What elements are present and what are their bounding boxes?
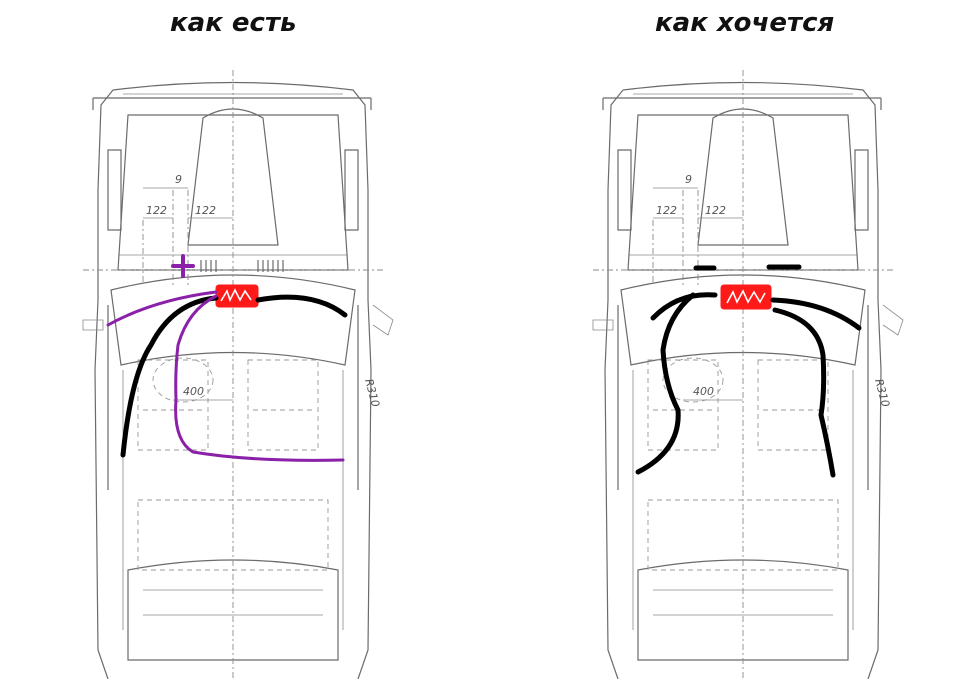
dim-right-width: 122 [705, 204, 726, 217]
dimension-annotations: 9 122 122 400 R310 [653, 173, 892, 408]
dim-radius: R310 [362, 377, 382, 408]
seats [137, 357, 329, 571]
dim-depth: 400 [693, 385, 714, 398]
dim-right-width: 122 [195, 204, 216, 217]
title-desired: как хочется [655, 8, 835, 38]
seats [647, 357, 839, 571]
car-outline [592, 81, 904, 679]
car-outline [82, 81, 394, 679]
dim-top: 9 [175, 173, 182, 186]
dimension-annotations: 9 122 122 400 R310 [143, 173, 382, 408]
wiring-current [106, 290, 348, 462]
car-diagram-current: 9 122 122 400 R310 [82, 70, 394, 679]
car-diagram-desired: 9 122 122 400 R310 [592, 70, 904, 679]
dim-left-width: 122 [656, 204, 677, 217]
head-unit [720, 284, 772, 310]
dim-radius: R310 [872, 377, 892, 408]
axis-lines [83, 70, 383, 679]
title-current: как есть [170, 8, 297, 38]
dim-top: 9 [685, 173, 692, 186]
power-plus-icon [171, 254, 195, 278]
dim-depth: 400 [183, 385, 204, 398]
head-unit [215, 284, 259, 308]
wiring-desired [635, 292, 862, 478]
dim-left-width: 122 [146, 204, 167, 217]
vents [693, 264, 802, 271]
vents [200, 260, 284, 272]
